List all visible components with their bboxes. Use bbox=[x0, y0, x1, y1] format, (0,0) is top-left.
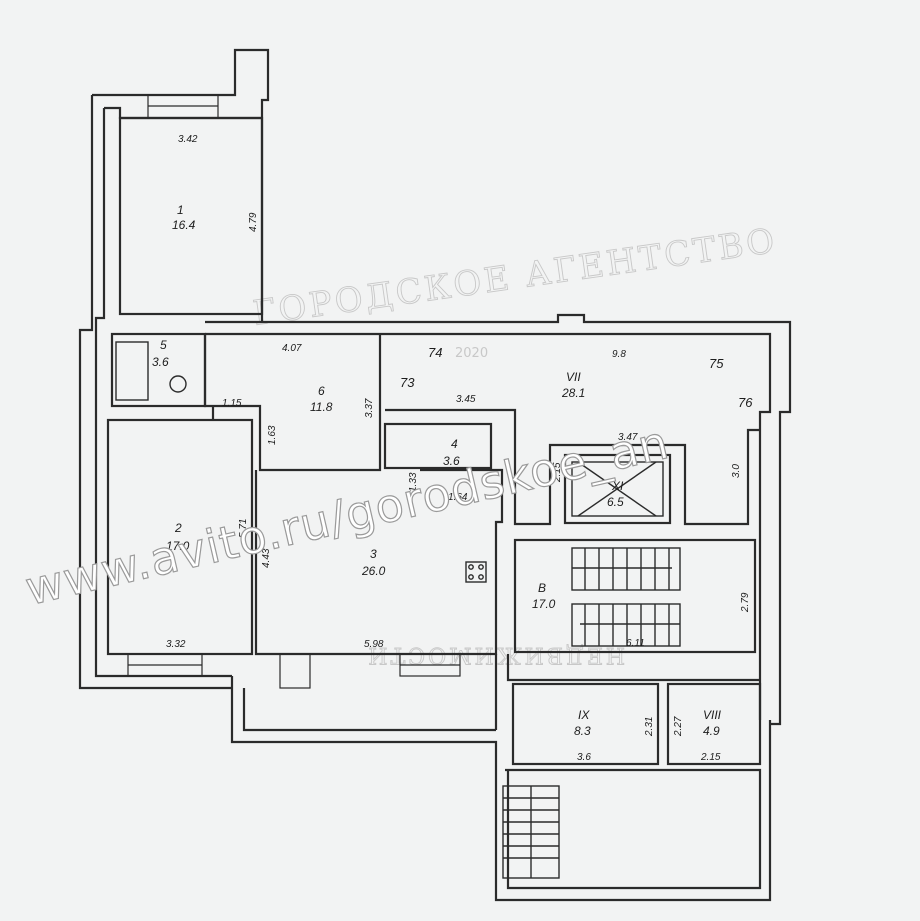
dim-label: 75 bbox=[709, 356, 724, 371]
dim-label: 2.15 bbox=[700, 752, 721, 763]
dim-label: 3.32 bbox=[166, 639, 186, 650]
dim-label: 76 bbox=[738, 395, 753, 410]
room-5-area: 3.6 bbox=[152, 355, 169, 369]
room-4-number: 4 bbox=[451, 437, 458, 451]
dim-label: 74 bbox=[428, 345, 442, 360]
room-6-number: 6 bbox=[318, 384, 325, 398]
room-VIII-number: VIII bbox=[703, 708, 722, 722]
room-3-area: 26.0 bbox=[361, 564, 386, 578]
room-5-number: 5 bbox=[160, 338, 167, 352]
dim-label: 2.31 bbox=[644, 717, 655, 737]
dim-label: 4.43 bbox=[261, 548, 272, 568]
dim-label: 5.98 bbox=[364, 639, 384, 650]
dim-label: 4.79 bbox=[248, 212, 259, 232]
room-3-number: 3 bbox=[370, 547, 377, 561]
room-labels: 1 16.4 5 3.6 6 11.8 VII 28.1 4 3.6 XI 6.… bbox=[152, 203, 722, 738]
dim-label: 6.11 bbox=[626, 638, 645, 649]
toilet-icon bbox=[169, 375, 187, 393]
faint-watermark-year: 2020 bbox=[455, 346, 488, 361]
dim-label: 1.33 bbox=[408, 472, 419, 492]
dimension-labels: 3.42 4.79 4.07 1.15 1.63 3.37 3.45 9.8 3… bbox=[166, 134, 753, 763]
dim-label: 3.45 bbox=[456, 394, 476, 405]
room-2-area: 17.0 bbox=[166, 539, 190, 553]
room-VII-number: VII bbox=[566, 370, 581, 384]
dim-label: 2.15 bbox=[552, 462, 563, 483]
room-B-number: B bbox=[538, 581, 546, 595]
dim-label: 1.15 bbox=[222, 398, 242, 409]
faint-watermark-text: ГОРОДСКОЕ АГЕНТСТВО bbox=[251, 221, 780, 334]
dim-label: 2.79 bbox=[740, 592, 751, 613]
room-VII-area: 28.1 bbox=[561, 386, 585, 400]
room-XI-number: XI bbox=[611, 479, 624, 493]
fixtures bbox=[169, 375, 487, 583]
room-IX-number: IX bbox=[578, 708, 590, 722]
room-B-area: 17.0 bbox=[532, 597, 556, 611]
dim-label: 1.64 bbox=[448, 492, 468, 503]
room-1-number: 1 bbox=[177, 203, 184, 217]
dim-label: 4.07 bbox=[282, 343, 302, 354]
dim-label: 5.71 bbox=[238, 519, 249, 538]
dim-label: 3.6 bbox=[577, 752, 591, 763]
dim-label: 3.47 bbox=[618, 432, 638, 443]
room-4-area: 3.6 bbox=[443, 454, 460, 468]
room-IX-area: 8.3 bbox=[574, 724, 591, 738]
room-2-number: 2 bbox=[174, 521, 182, 535]
stove-icon bbox=[465, 561, 487, 583]
dim-label: 3.37 bbox=[364, 398, 375, 418]
room-1-area: 16.4 bbox=[172, 218, 196, 232]
dim-label: 1.63 bbox=[267, 425, 278, 445]
room-VIII-area: 4.9 bbox=[703, 724, 720, 738]
dim-label: 2.27 bbox=[673, 716, 684, 737]
room-XI-area: 6.5 bbox=[607, 495, 624, 509]
room-6-area: 11.8 bbox=[310, 400, 333, 414]
dim-label: 3.0 bbox=[731, 464, 742, 478]
dim-label: 3.42 bbox=[178, 134, 198, 145]
dim-label: 73 bbox=[400, 375, 415, 390]
windows bbox=[127, 94, 461, 689]
dim-label: 9.8 bbox=[612, 349, 626, 360]
